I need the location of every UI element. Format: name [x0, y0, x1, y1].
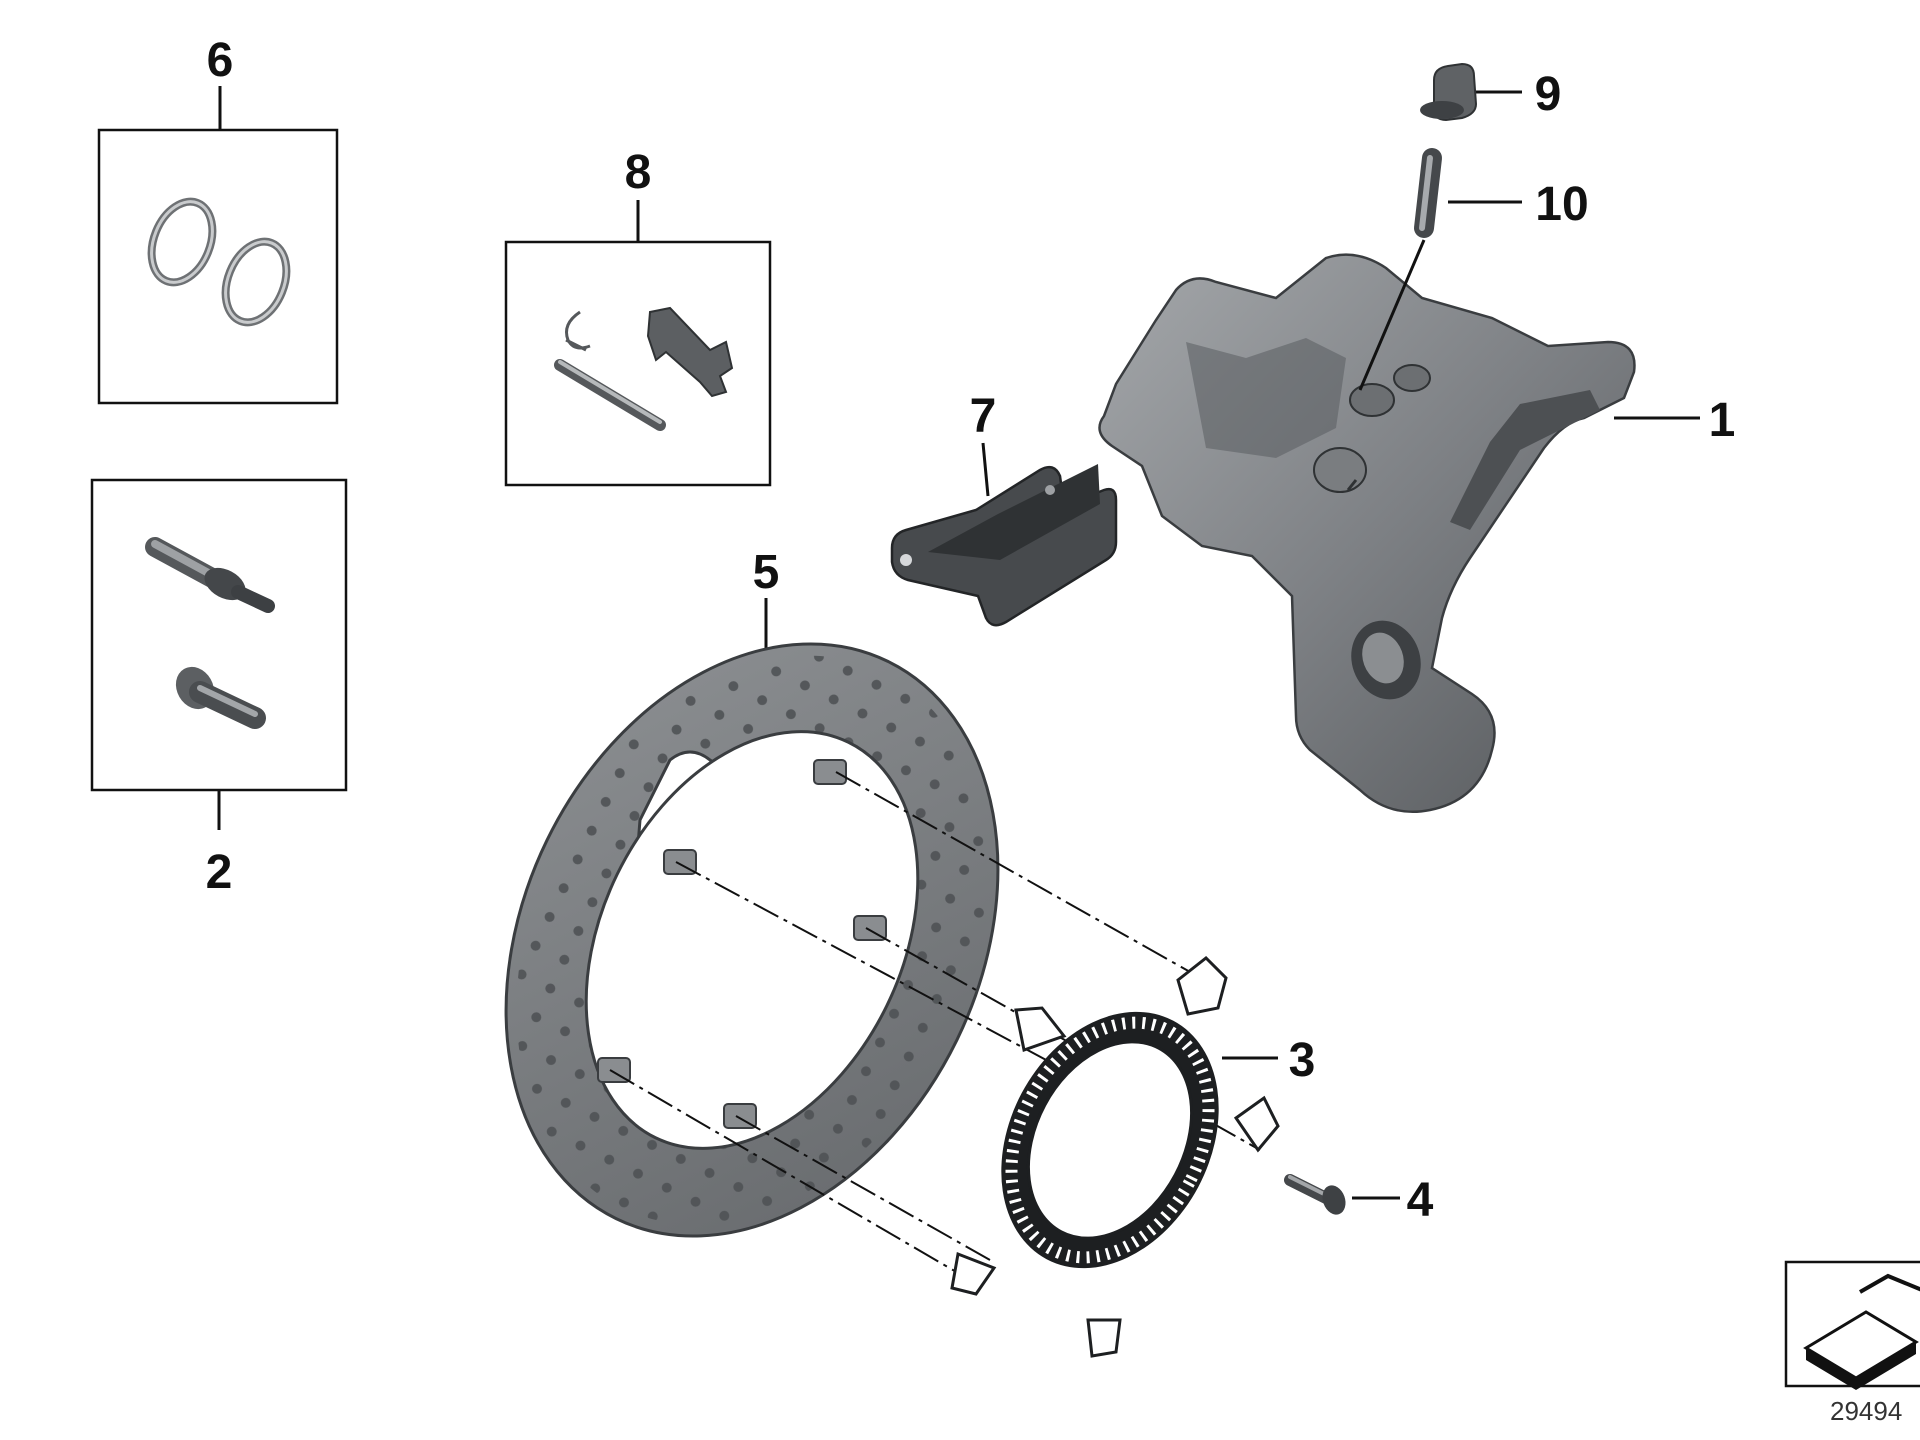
diagram-reference-emblem	[1784, 1260, 1920, 1390]
callout-10: 10	[1535, 178, 1588, 231]
brake-caliper	[1098, 253, 1700, 814]
callout-8: 8	[625, 146, 652, 199]
pin-icon	[554, 359, 666, 431]
spring-clip-icon	[565, 310, 591, 352]
callout-6: 6	[207, 34, 234, 87]
bleeder-cap	[1420, 62, 1522, 122]
pin-and-spring-set	[504, 200, 772, 487]
spring-plate-icon	[646, 306, 734, 398]
brake-pads	[890, 442, 1118, 627]
sensor-ring	[950, 955, 1280, 1358]
callout-4: 4	[1407, 1174, 1434, 1227]
callout-2: 2	[206, 846, 233, 899]
bolt-icon	[145, 537, 275, 613]
bleeder-valve	[1358, 148, 1522, 391]
diagram-reference-number: 29494	[1830, 1396, 1902, 1426]
seal-ring-set-box	[97, 128, 339, 405]
bolt-icon	[175, 666, 266, 729]
seal-ring-icon	[224, 240, 288, 324]
screw	[1284, 1174, 1400, 1215]
callout-3: 3	[1289, 1034, 1316, 1087]
callout-5: 5	[753, 546, 780, 599]
seal-ring-icon	[150, 200, 214, 284]
callout-9: 9	[1535, 68, 1562, 121]
brake-disc	[504, 598, 1000, 1238]
bolt-set	[90, 478, 348, 830]
callout-1: 1	[1709, 394, 1736, 447]
bolt-set-box	[90, 478, 348, 792]
seal-ring-set	[97, 86, 339, 405]
callout-7: 7	[970, 390, 997, 443]
